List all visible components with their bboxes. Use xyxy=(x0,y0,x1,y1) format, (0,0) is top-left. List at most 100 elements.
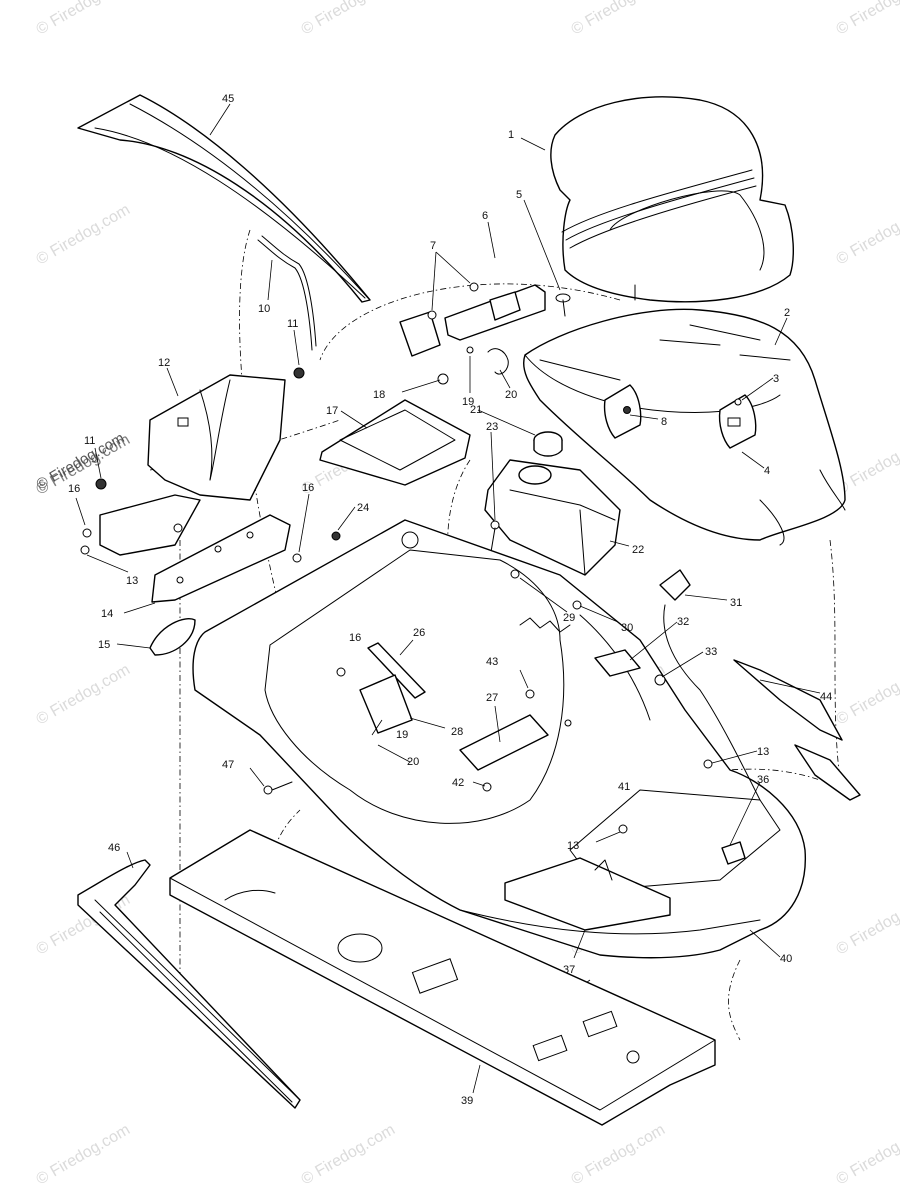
part-47-screw xyxy=(263,781,293,795)
callout-27: 27 xyxy=(486,692,498,704)
callout-labels: 1 2 3 4 5 6 7 8 10 11 11 12 13 13 13 14 … xyxy=(68,93,832,1107)
callout-47: 47 xyxy=(222,759,234,771)
callout-42: 42 xyxy=(452,777,464,789)
watermark-text: © Firedog.com xyxy=(834,661,900,728)
part-2-fender xyxy=(523,308,846,546)
part-29-bolt xyxy=(510,569,520,579)
callout-20: 20 xyxy=(505,389,517,401)
part-30-nut xyxy=(572,600,582,610)
callout-30: 30 xyxy=(621,622,633,634)
callout-21: 21 xyxy=(470,404,482,416)
part-43-bolt xyxy=(525,689,535,699)
callout-2: 2 xyxy=(784,307,790,319)
callout-4: 4 xyxy=(764,465,770,477)
part-36-bracket xyxy=(721,841,746,865)
callout-26: 26 xyxy=(413,627,425,639)
watermark-text: © Firedog.com xyxy=(834,201,900,268)
watermark-text: © Firedog.com xyxy=(834,891,900,958)
watermark-text: © Firedog.com xyxy=(299,0,399,38)
part-26-strap xyxy=(367,642,426,699)
callout-15: 15 xyxy=(98,639,110,651)
callout-10: 10 xyxy=(258,303,270,315)
callout-16: 16 xyxy=(68,483,80,495)
part-22-fuel-tank xyxy=(484,459,621,576)
part-27-plate xyxy=(459,714,549,771)
callout-23: 23 xyxy=(486,421,498,433)
watermark-text: © Firedog.com xyxy=(34,429,128,493)
watermark-text: © Firedog.com xyxy=(34,201,134,268)
callout-31: 31 xyxy=(730,597,742,609)
part-18-grommet xyxy=(437,373,449,385)
guide-line xyxy=(269,809,301,861)
part-45-trim-strip xyxy=(77,94,371,303)
callout-5: 5 xyxy=(516,189,522,201)
callout-17: 17 xyxy=(326,405,338,417)
callout-24: 24 xyxy=(357,502,369,514)
part-11-nut xyxy=(95,367,305,490)
callout-46: 46 xyxy=(108,842,120,854)
watermark-text: © Firedog.com xyxy=(569,1121,669,1188)
callout-7: 7 xyxy=(430,240,436,252)
part-20-cable xyxy=(487,348,509,375)
part-8-bracket-left xyxy=(603,384,642,439)
callout-33: 33 xyxy=(705,646,717,658)
part-13-bolt xyxy=(80,523,713,834)
callout-13: 13 xyxy=(757,746,769,758)
part-39-frame xyxy=(169,829,716,1126)
watermark-text: © Firedog.com xyxy=(34,1121,134,1188)
part-21-gas-cap xyxy=(533,431,563,457)
callout-45: 45 xyxy=(222,93,234,105)
callout-11: 11 xyxy=(84,435,95,447)
callout-13: 13 xyxy=(567,840,579,852)
part-5-bolt xyxy=(555,293,571,317)
guide-line xyxy=(239,229,301,681)
part-6-bracket xyxy=(399,282,546,357)
part-37-plate xyxy=(504,857,671,931)
part-12-dash-panel xyxy=(99,374,286,556)
part-32-bracket xyxy=(594,649,641,677)
callout-39: 39 xyxy=(461,1095,473,1107)
watermark-text: © Firedog.com xyxy=(299,1121,399,1188)
watermark-text: © Firedog.com xyxy=(834,1121,900,1188)
leader-lines xyxy=(75,103,821,1094)
callout-19: 19 xyxy=(396,729,408,741)
callout-28: 28 xyxy=(451,726,463,738)
watermark-text: © Firedog.com xyxy=(834,0,900,38)
part-46-side-rail xyxy=(77,859,301,1109)
callout-18: 18 xyxy=(373,389,385,401)
part-14-bracket xyxy=(151,514,291,603)
part-44-trim-strip xyxy=(733,659,861,801)
watermark-text: © Firedog.com xyxy=(34,661,134,728)
watermark-text: © Firedog.com xyxy=(34,0,134,38)
guide-line xyxy=(829,539,841,781)
callout-41: 41 xyxy=(618,781,630,793)
part-1-seat xyxy=(550,96,794,303)
callout-11: 11 xyxy=(287,318,298,330)
part-16-bolt xyxy=(82,528,346,677)
watermark-text: © Firedog.com xyxy=(569,0,669,38)
callout-14: 14 xyxy=(101,608,113,620)
part-42-grommet xyxy=(482,782,492,792)
callout-3: 3 xyxy=(773,373,779,385)
part-15-lens xyxy=(149,618,196,656)
part-41-clip xyxy=(564,719,572,727)
part-4-bracket-right xyxy=(718,394,757,449)
callout-37: 37 xyxy=(563,964,575,976)
part-17-tray xyxy=(319,399,471,486)
part-33-bolt xyxy=(654,674,666,686)
part-28-bracket xyxy=(359,674,413,734)
callout-29: 29 xyxy=(563,612,575,624)
callout-32: 32 xyxy=(677,616,689,628)
callout-16: 16 xyxy=(302,482,314,494)
callout-36: 36 xyxy=(757,774,769,786)
callout-6: 6 xyxy=(482,210,488,222)
guide-line xyxy=(728,959,741,1041)
callout-8: 8 xyxy=(661,416,667,428)
callout-40: 40 xyxy=(780,953,792,965)
callout-43: 43 xyxy=(486,656,498,668)
guide-line xyxy=(319,283,621,361)
callout-20: 20 xyxy=(407,756,419,768)
callout-44: 44 xyxy=(820,691,832,703)
callout-1: 1 xyxy=(508,129,514,141)
